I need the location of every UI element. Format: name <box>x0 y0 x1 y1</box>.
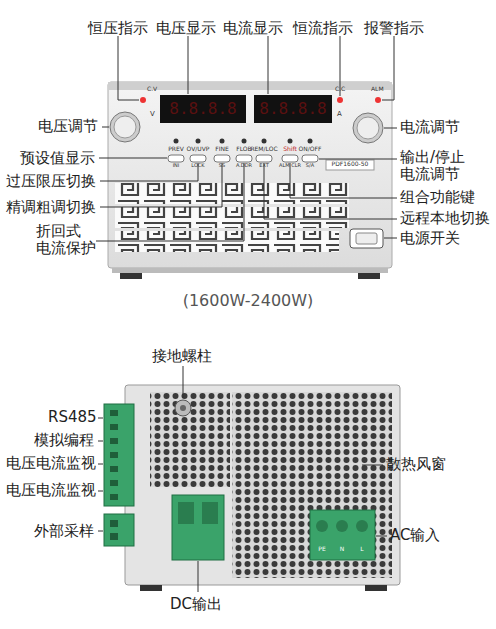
callout-label: 组合功能键 <box>400 189 475 206</box>
button-text: Shift <box>283 146 297 153</box>
model-range: (1600W-2400W) <box>183 292 314 310</box>
leader-lines <box>98 366 387 592</box>
callout-label: 电源开关 <box>400 230 460 247</box>
panel-text: ALM <box>371 86 384 93</box>
button-text: LOCK <box>191 163 204 169</box>
button-text: REM/LOC <box>250 146 277 153</box>
callout-label: 电压电流监视 <box>6 455 96 472</box>
leader-lines <box>96 36 397 241</box>
button-text: A.DDR <box>236 163 252 169</box>
panel-text: V <box>150 110 155 118</box>
callout-label: 散热风窗 <box>386 456 446 473</box>
button-text: PREV <box>168 146 184 153</box>
segment-display: 8.8.8.8 <box>259 100 326 118</box>
button-text: FINE <box>215 146 229 153</box>
button-text: EXT <box>259 163 269 169</box>
callout-label: 恒流指示 <box>293 20 353 37</box>
callout-label: 远程本地切换 <box>400 210 490 227</box>
panel-text: C.V <box>147 86 157 93</box>
button-text: ON/OFF <box>299 146 322 153</box>
terminal-text: PE <box>318 546 325 553</box>
callout-label: 过压限压切换 <box>6 173 96 190</box>
button-text: S/A <box>306 163 314 169</box>
callout-label: 电压调节 <box>38 118 98 135</box>
callout-label: DC输出 <box>170 596 222 613</box>
model-plate: PDF1600-50 <box>332 161 369 168</box>
callout-label: 电流调节 <box>400 119 460 136</box>
callout-label: 模拟编程 <box>34 432 94 449</box>
button-text: FLOB <box>236 146 251 153</box>
callout-label: 折回式 电流保护 <box>36 223 100 258</box>
segment-display: 8.8.8.8 <box>169 100 236 118</box>
panel-text: C.C <box>335 86 345 93</box>
button-text: ALM CLR <box>279 163 301 169</box>
callout-label: 接地螺柱 <box>152 348 212 365</box>
rear-panel <box>104 385 400 591</box>
button-text: INI <box>173 163 180 169</box>
button-text: SS <box>219 163 225 169</box>
callout-label: 电压显示 <box>156 20 216 37</box>
terminal-text: N <box>340 546 345 553</box>
callout-label: RS485 <box>48 409 97 426</box>
button-text: OV/UVP <box>187 146 210 153</box>
callout-label: 报警指示 <box>364 20 424 37</box>
callout-label: 电流显示 <box>223 20 283 37</box>
panel-text: A <box>337 110 342 118</box>
callout-label: 电压电流监视 <box>6 482 96 499</box>
callout-label: AC输入 <box>390 527 440 544</box>
callout-label: 精调粗调切换 <box>6 199 96 216</box>
terminal-text: L <box>360 546 363 553</box>
callout-label: 外部采样 <box>34 523 94 540</box>
callout-label: 输出/停止 电流调节 <box>400 149 480 184</box>
callout-label: 预设值显示 <box>20 150 95 167</box>
callout-label: 恒压指示 <box>88 20 148 37</box>
